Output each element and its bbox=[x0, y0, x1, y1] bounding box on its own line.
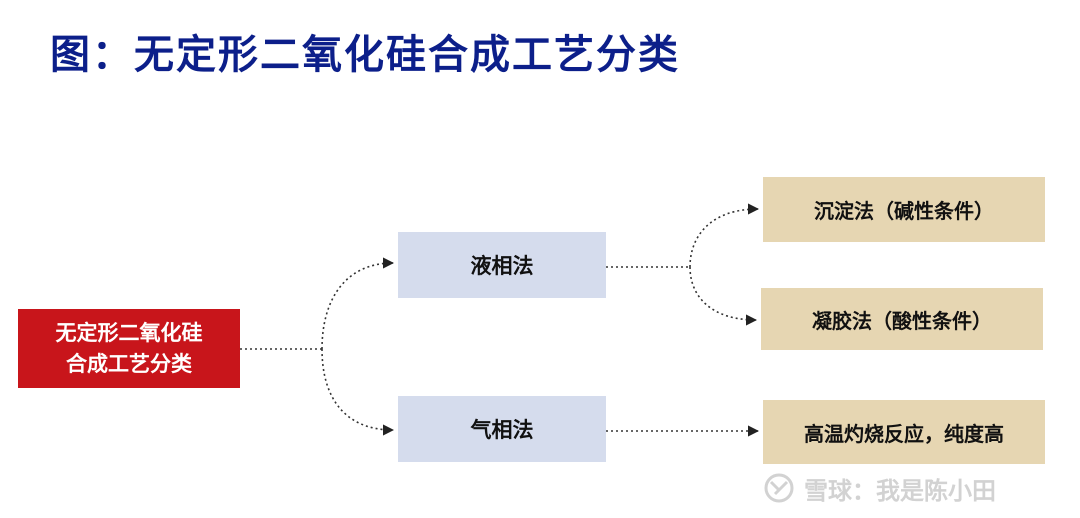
connector-to-gel bbox=[689, 266, 758, 326]
connector-to-gas bbox=[321, 348, 395, 436]
root-node-amorphous-silica: 无定形二氧化硅 合成工艺分类 bbox=[18, 309, 240, 388]
watermark: 雪球：我是陈小田 bbox=[762, 470, 996, 506]
page-title: 图：无定形二氧化硅合成工艺分类 bbox=[50, 31, 680, 78]
root-label-line2: 合成工艺分类 bbox=[66, 351, 192, 376]
node-gas-phase-method: 气相法 bbox=[398, 396, 606, 462]
node-gas-result: 高温灼烧反应，纯度高 bbox=[763, 400, 1045, 464]
connector-to-liquid bbox=[321, 257, 395, 350]
node-liquid-phase-method: 液相法 bbox=[398, 232, 606, 298]
node-gel-method: 凝胶法（酸性条件） bbox=[761, 288, 1043, 350]
connector-to-precipitation bbox=[689, 203, 760, 268]
watermark-text: 雪球：我是陈小田 bbox=[804, 476, 996, 505]
xueqiu-logo-icon bbox=[764, 473, 794, 503]
root-label-line1: 无定形二氧化硅 bbox=[55, 320, 203, 345]
node-precipitation-method: 沉淀法（碱性条件） bbox=[763, 177, 1045, 242]
